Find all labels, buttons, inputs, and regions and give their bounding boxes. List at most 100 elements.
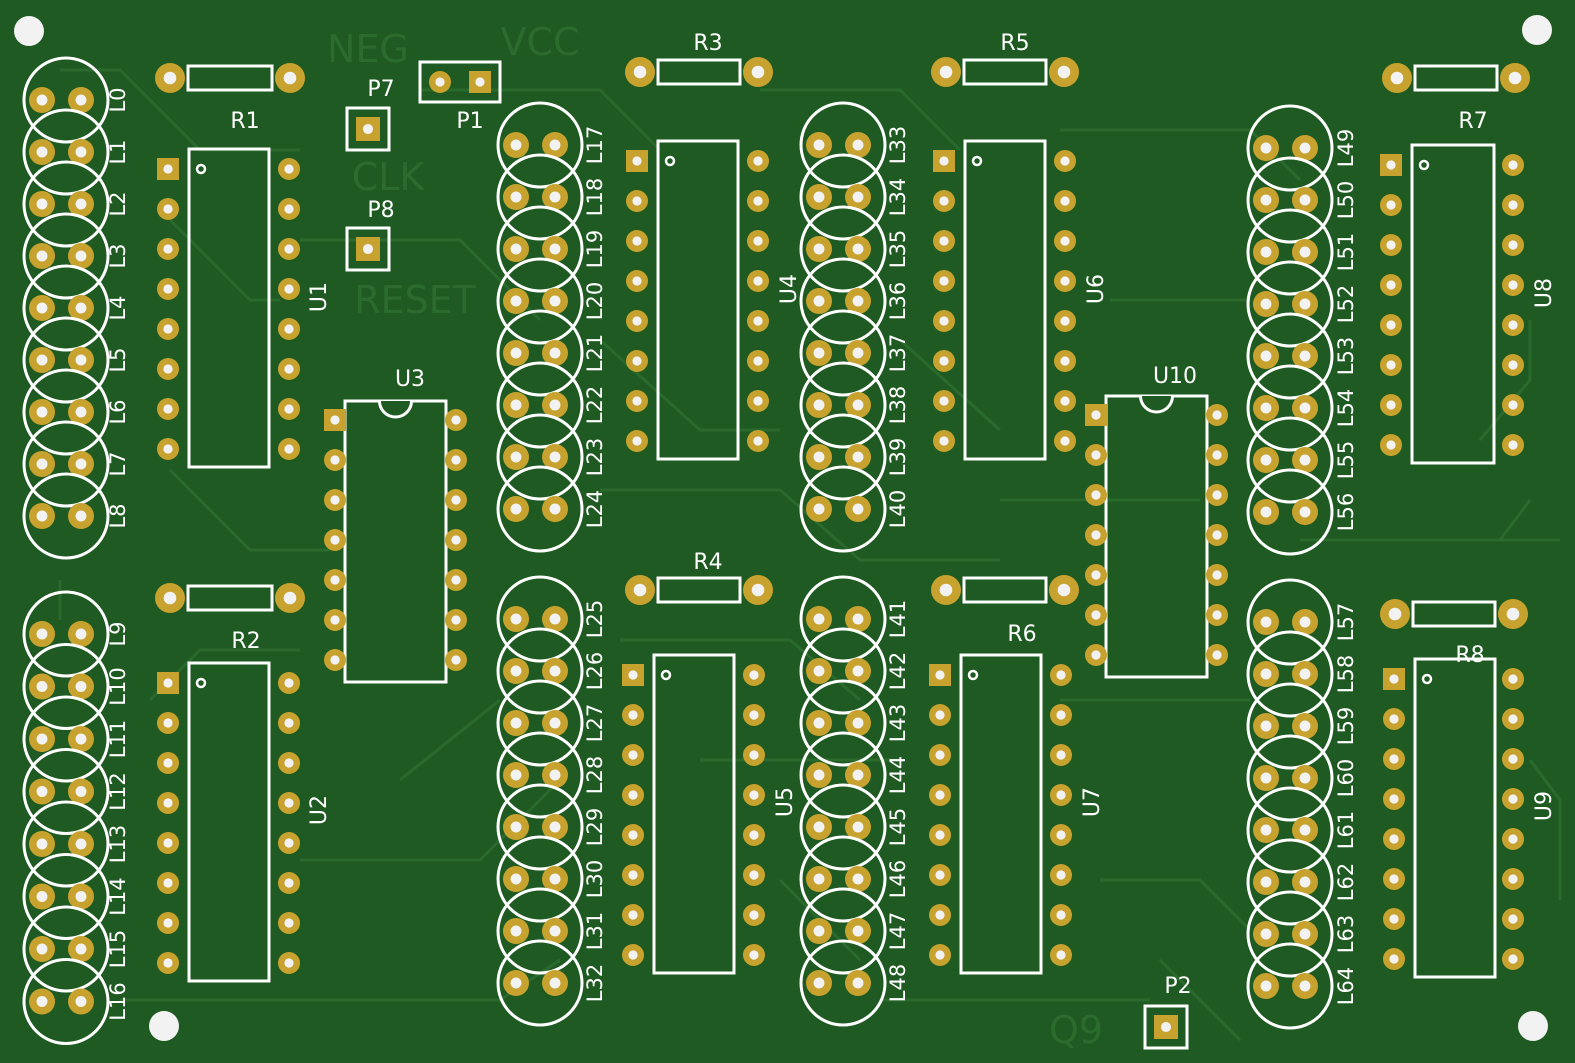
copper-text-neg: NEG	[327, 27, 409, 71]
chip-label: U9	[1532, 791, 1557, 821]
drill-hole	[330, 455, 340, 465]
drill-hole	[749, 750, 759, 760]
led-l14: L14	[22, 853, 130, 940]
drill-hole	[510, 139, 522, 151]
drill-hole	[36, 681, 48, 692]
chip-label: U7	[1080, 787, 1105, 817]
drill-hole	[935, 830, 945, 840]
drill-hole	[632, 196, 642, 206]
led-outline	[496, 465, 584, 553]
resistor-label: R2	[231, 629, 260, 654]
drill-hole	[510, 451, 522, 463]
drill-hole	[1060, 276, 1070, 286]
led-l34: L34	[799, 153, 910, 241]
led-outline	[1246, 890, 1334, 978]
led-label: L61	[1334, 811, 1358, 849]
resistor-r5: R5	[931, 31, 1079, 87]
led-label: L50	[1334, 181, 1358, 219]
drill-hole	[939, 65, 953, 79]
led-l62: L62	[1246, 838, 1358, 926]
drill-hole	[1299, 720, 1311, 732]
led-label: L54	[1334, 389, 1358, 427]
led-outline	[496, 205, 584, 293]
drill-hole	[36, 302, 48, 314]
chip-notch	[1139, 395, 1174, 414]
drill-hole	[1389, 794, 1399, 804]
drill-hole	[510, 717, 522, 729]
drill-hole	[852, 191, 864, 203]
led-outline	[22, 316, 110, 404]
drill-hole	[939, 583, 953, 597]
drill-hole	[163, 918, 173, 928]
drill-hole	[284, 404, 294, 414]
led-outline	[22, 748, 110, 835]
led-outline	[496, 413, 584, 501]
drill-hole	[510, 347, 522, 359]
drill-hole	[632, 436, 642, 446]
led-label: L31	[583, 912, 607, 950]
led-outline	[496, 731, 584, 819]
drill-hole	[1508, 794, 1518, 804]
led-label: L56	[1334, 493, 1358, 531]
drill-hole	[163, 718, 173, 728]
drill-hole	[284, 958, 294, 968]
drill-hole	[510, 665, 522, 677]
led-l0: L0	[22, 56, 130, 144]
drill-hole	[632, 396, 642, 406]
drill-hole	[628, 870, 638, 880]
chip-u9: U9	[1383, 657, 1557, 979]
chip-label: U4	[777, 274, 802, 304]
drill-hole	[549, 191, 561, 203]
led-label: L24	[583, 490, 607, 528]
drill-hole	[813, 295, 825, 307]
drill-hole	[1260, 772, 1272, 784]
drill-hole	[749, 950, 759, 960]
resistor-r3: R3	[625, 31, 773, 87]
led-label: L22	[583, 386, 607, 424]
drill-hole	[163, 71, 177, 85]
led-outline	[799, 309, 887, 397]
drill-hole	[75, 786, 87, 797]
led-l47: L47	[799, 887, 910, 975]
drill-hole	[1386, 160, 1396, 170]
drill-hole	[549, 243, 561, 255]
led-label: L6	[106, 399, 130, 424]
drill-hole	[451, 495, 461, 505]
drill-hole	[330, 535, 340, 545]
drill-hole	[1508, 874, 1518, 884]
drill-hole	[1160, 1021, 1172, 1033]
drill-hole	[163, 164, 173, 174]
led-label: L1	[106, 139, 130, 164]
drill-hole	[749, 910, 759, 920]
drill-hole	[1508, 440, 1518, 450]
chip-notch	[378, 400, 413, 419]
drill-hole	[1508, 71, 1522, 85]
copper-trace	[168, 468, 330, 552]
drill-hole	[852, 295, 864, 307]
led-label: L11	[106, 720, 130, 758]
led-label: L53	[1334, 337, 1358, 375]
drill-hole	[549, 347, 561, 359]
drill-hole	[813, 399, 825, 411]
drill-hole	[813, 139, 825, 151]
led-l20: L20	[496, 257, 607, 345]
led-label: L47	[886, 912, 910, 950]
drill-hole	[284, 878, 294, 888]
led-outline	[1246, 104, 1334, 192]
led-outline	[496, 835, 584, 923]
led-outline	[22, 264, 110, 352]
led-outline	[799, 783, 887, 871]
led-l17: L17	[496, 101, 607, 189]
resistor-r6: R6	[931, 575, 1079, 647]
drill-hole	[751, 583, 765, 597]
led-l46: L46	[799, 835, 910, 923]
drill-hole	[330, 575, 340, 585]
drill-hole	[1260, 668, 1272, 680]
copper-trace	[399, 698, 501, 782]
header-outline	[418, 60, 502, 104]
led-label: L35	[886, 230, 910, 268]
led-columns: L0L1L2L3L4L5L6L7L8L9L10L11L12L13L14L15L1…	[22, 56, 1358, 1045]
led-l31: L31	[496, 887, 607, 975]
drill-hole	[1508, 914, 1518, 924]
led-label: L45	[886, 808, 910, 846]
